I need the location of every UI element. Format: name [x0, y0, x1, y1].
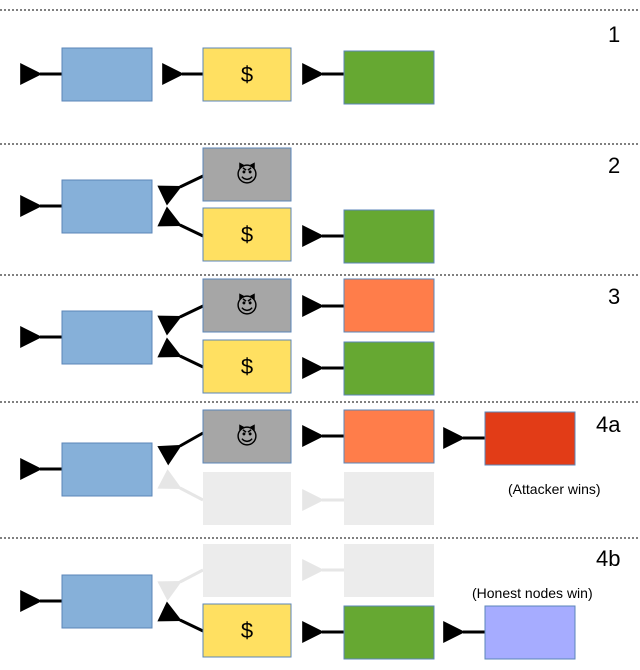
genesis-block [61, 310, 153, 365]
honest-chain-block [343, 341, 435, 396]
panel-4b: 4b (Honest nodes win) $ [20, 544, 620, 660]
panel-4a: 4a (Attacker wins) 😈 [20, 409, 621, 525]
attacker-tx-block [202, 278, 292, 333]
genesis-block [61, 574, 153, 629]
fork-arrow [157, 304, 204, 336]
panel-2: 2 😈 $ [20, 147, 620, 264]
attacker-chain-block [343, 409, 435, 464]
attacker-final-block [484, 411, 576, 466]
panel-number: 2 [608, 153, 620, 178]
devil-icon: 😈 [236, 424, 259, 450]
honest-tx-block [202, 207, 292, 262]
ghost-block [203, 472, 291, 525]
dollar-icon: $ [241, 354, 253, 379]
fork-arrow [157, 431, 204, 466]
fork-arrow [157, 601, 204, 633]
honest-tx-block [202, 339, 292, 394]
fork-arrow [157, 337, 204, 369]
attacker-chain-block [343, 278, 435, 333]
panel-number: 3 [608, 284, 620, 309]
genesis-block [61, 47, 153, 102]
panel-number: 4b [596, 546, 620, 571]
attacker-tx-block [202, 147, 292, 202]
devil-icon: 😈 [236, 162, 259, 188]
honest-chain-block [343, 605, 435, 660]
outcome-note: (Honest nodes win) [472, 585, 593, 601]
genesis-block [61, 179, 153, 234]
panel-number: 1 [608, 22, 620, 47]
honest-chain-block [343, 209, 435, 264]
honest-tx-block [202, 603, 292, 658]
fork-arrow [157, 206, 204, 238]
outcome-note: (Attacker wins) [508, 481, 601, 497]
ghost-block [344, 544, 434, 597]
attacker-tx-block [202, 409, 292, 464]
honest-chain-block [343, 50, 435, 105]
dollar-icon: $ [241, 222, 253, 247]
genesis-block [61, 442, 153, 497]
panel-3: 3 😈 $ [20, 278, 620, 396]
panel-number: 4a [596, 412, 621, 437]
ghost-fork-arrow [157, 469, 204, 502]
dollar-icon: $ [241, 62, 253, 87]
panel-1: 1 $ [20, 22, 620, 105]
ghost-block [203, 544, 291, 597]
fork-arrow [157, 174, 204, 206]
dollar-icon: $ [241, 618, 253, 643]
ghost-block [344, 472, 434, 525]
honest-final-block [484, 605, 576, 660]
ghost-fork-arrow [157, 568, 204, 601]
honest-tx-block [202, 47, 292, 102]
devil-icon: 😈 [236, 293, 259, 319]
separators [0, 9, 640, 539]
